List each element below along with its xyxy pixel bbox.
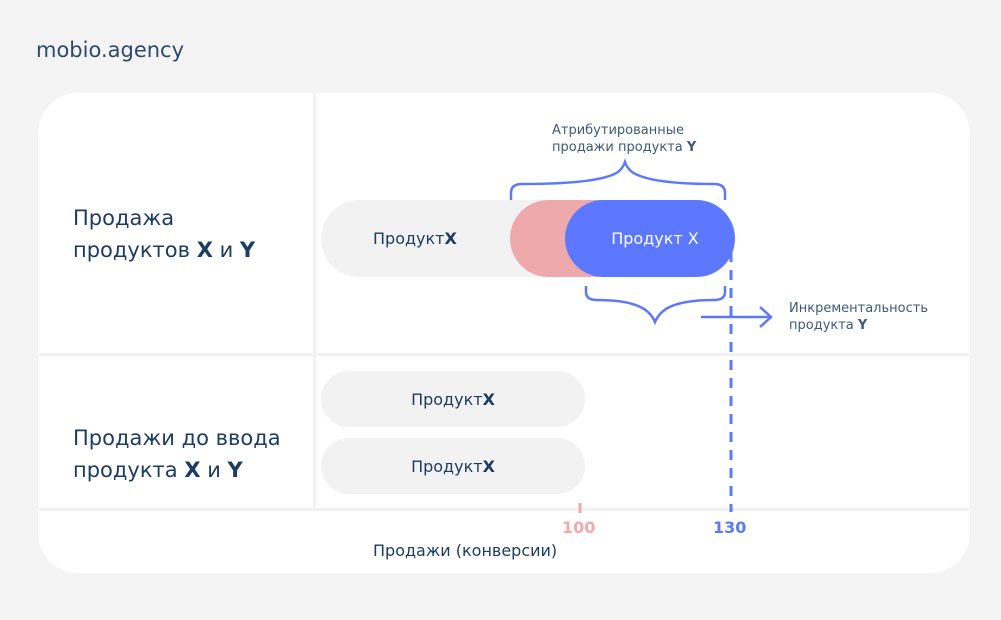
row-label-after: Продажа продуктов X и Y [73, 202, 255, 266]
annotation-line: продукта Y [789, 318, 868, 333]
row-label-line: продуктов X и Y [73, 238, 256, 262]
brace-attributed [509, 158, 727, 200]
row-label-line: Продажи до ввода [73, 426, 281, 450]
brace-incremental [584, 286, 727, 326]
bar-product-x-before-2: Продукт X [321, 438, 585, 494]
axis-title: Продажи (конверсии) [373, 541, 558, 560]
annotation-attributed: Атрибутированные продажи продукта Y [552, 122, 696, 156]
annotation-line: продажи продукта Y [552, 140, 697, 155]
divider-axis [38, 508, 970, 511]
tick-label-100: 100 [562, 518, 596, 537]
bar-product-x-blue: Продукт X [565, 200, 735, 277]
row-label-line: Продажа [73, 206, 175, 230]
annotation-line: Атрибутированные [552, 123, 684, 138]
row-label-line: продукта X и Y [73, 458, 243, 482]
row-label-before: Продажи до ввода продукта X и Y [73, 422, 281, 486]
bar-product-x-before-1: Продукт X [321, 371, 585, 427]
annotation-incremental: Инкрементальность продукта Y [789, 300, 928, 334]
divider-vertical [313, 93, 316, 509]
annotation-line: Инкрементальность [789, 301, 928, 316]
divider-row [38, 353, 970, 356]
arrow-right-icon [701, 306, 773, 328]
tick-label-130: 130 [713, 518, 747, 537]
brand-logo-text: mobio.agency [36, 38, 185, 62]
